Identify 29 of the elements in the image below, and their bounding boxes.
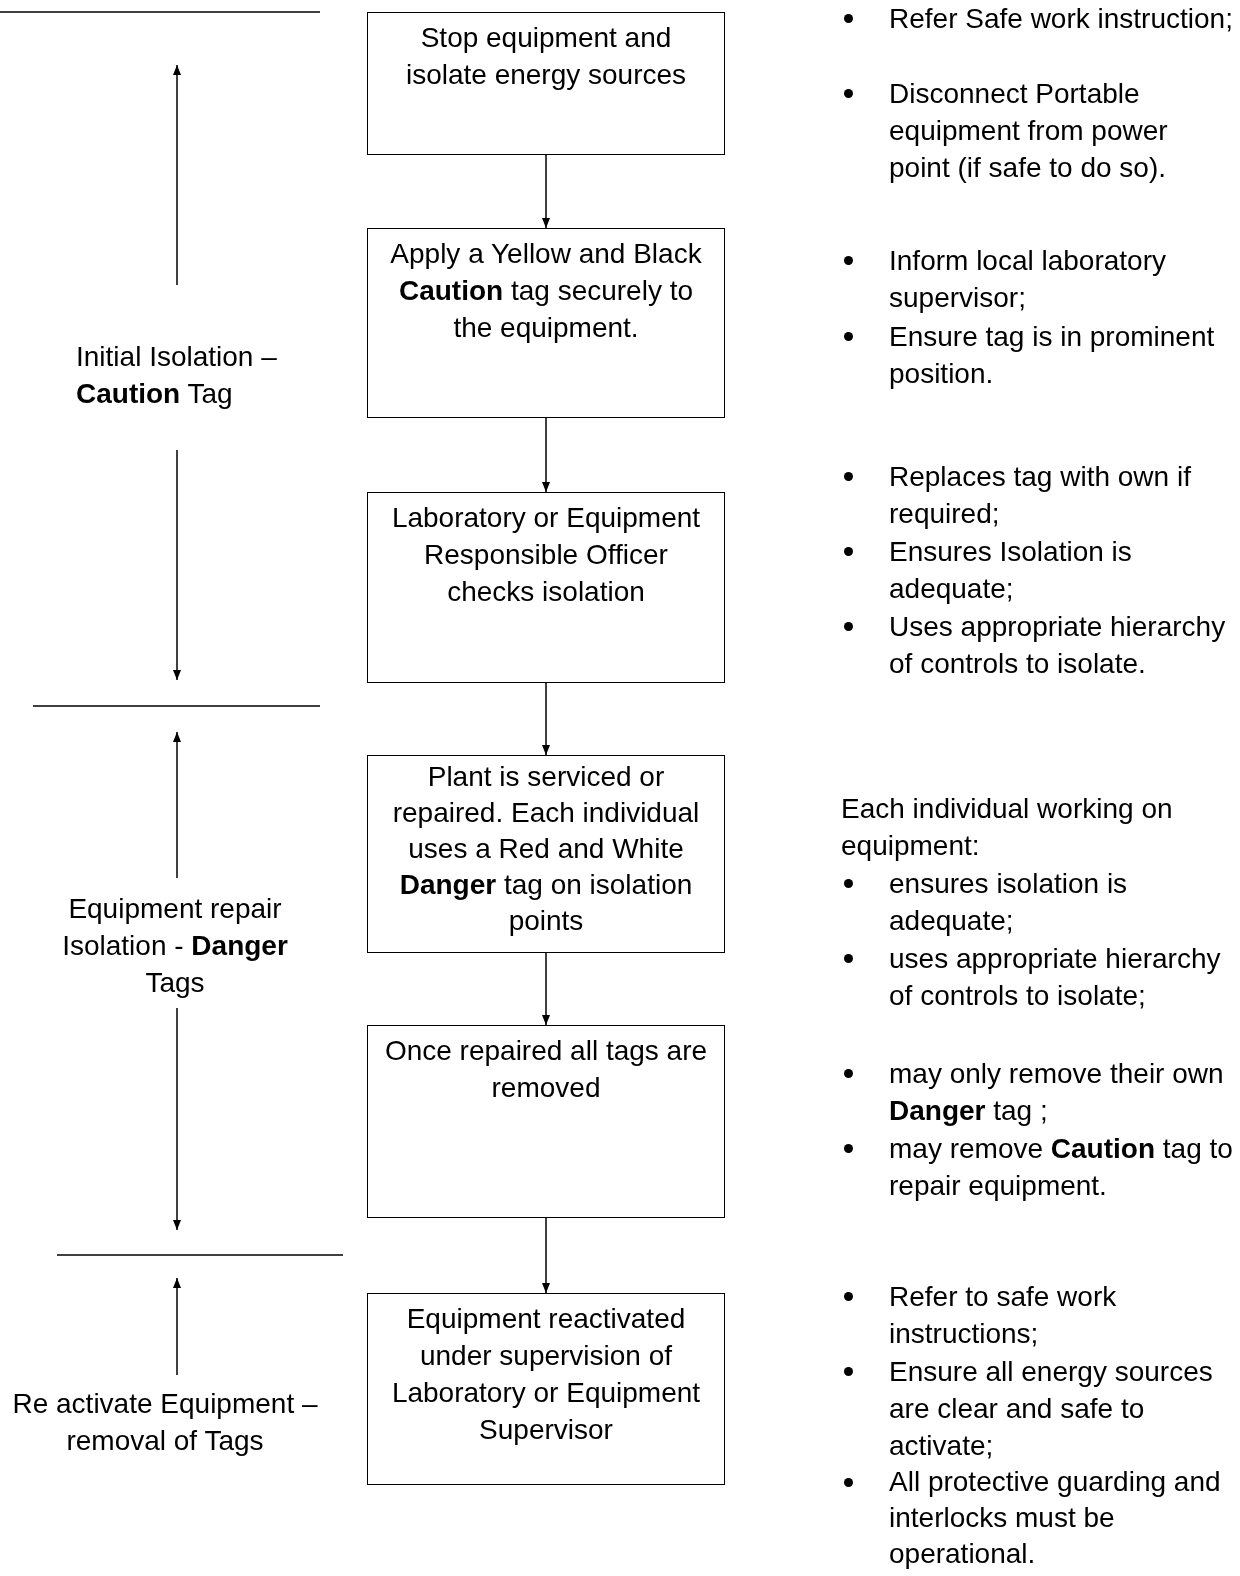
arrow [542, 952, 550, 1026]
note-text: Ensure tag is in prominent position. [889, 320, 1216, 391]
arrow [542, 682, 550, 756]
note-text: Refer to safe work instructions; [889, 1280, 1118, 1351]
process-box: Once repaired all tags are removed [367, 1025, 725, 1218]
phase-label: Equipment repair Isolation - Danger Tags [61, 892, 289, 1000]
note-text: Ensure all energy sources are clear and safe to activate; [889, 1355, 1214, 1463]
process-box: Equipment reactivated under supervision of Laboratory or Equipment Supervisor [367, 1293, 725, 1485]
note-text: ensures isolation is adequate; [889, 867, 1129, 938]
note-text: may remove Caution tag to repair equipment. [889, 1132, 1234, 1203]
process-box: Laboratory or Equipment Responsible Officer checks isolation [367, 492, 725, 683]
note-text: Inform local laboratory supervisor; [889, 244, 1167, 315]
arrow [542, 417, 550, 493]
process-box: Apply a Yellow and Black Caution tag securely to the equipment. [367, 228, 725, 418]
arrow [542, 1217, 550, 1294]
note-text: Uses appropriate hierarchy of controls to isolate. [889, 610, 1227, 681]
note-text: uses appropriate hierarchy of controls to isolate; [889, 942, 1222, 1013]
phase-label: Re activate Equipment – removal of Tags [11, 1387, 319, 1458]
note-text: may only remove their own Danger tag ; [889, 1057, 1225, 1128]
process-box: Plant is serviced or repaired. Each individual uses a Red and White Danger tag on isolation points [367, 755, 725, 953]
note-text: Ensures Isolation is adequate; [889, 535, 1133, 606]
note-text: Refer Safe work instruction; [889, 2, 1234, 36]
process-box: Stop equipment and isolate energy sources [367, 12, 725, 155]
note-text: All protective guarding and interlocks must be operational. [889, 1465, 1222, 1571]
phase-label: Initial Isolation – Caution Tag [76, 340, 278, 411]
note-text: Each individual working on equipment: [841, 792, 1174, 863]
note-text: Disconnect Portable equipment from power point (if safe to do so). [889, 77, 1169, 185]
note-text: Replaces tag with own if required; [889, 460, 1192, 531]
arrow [542, 154, 550, 229]
